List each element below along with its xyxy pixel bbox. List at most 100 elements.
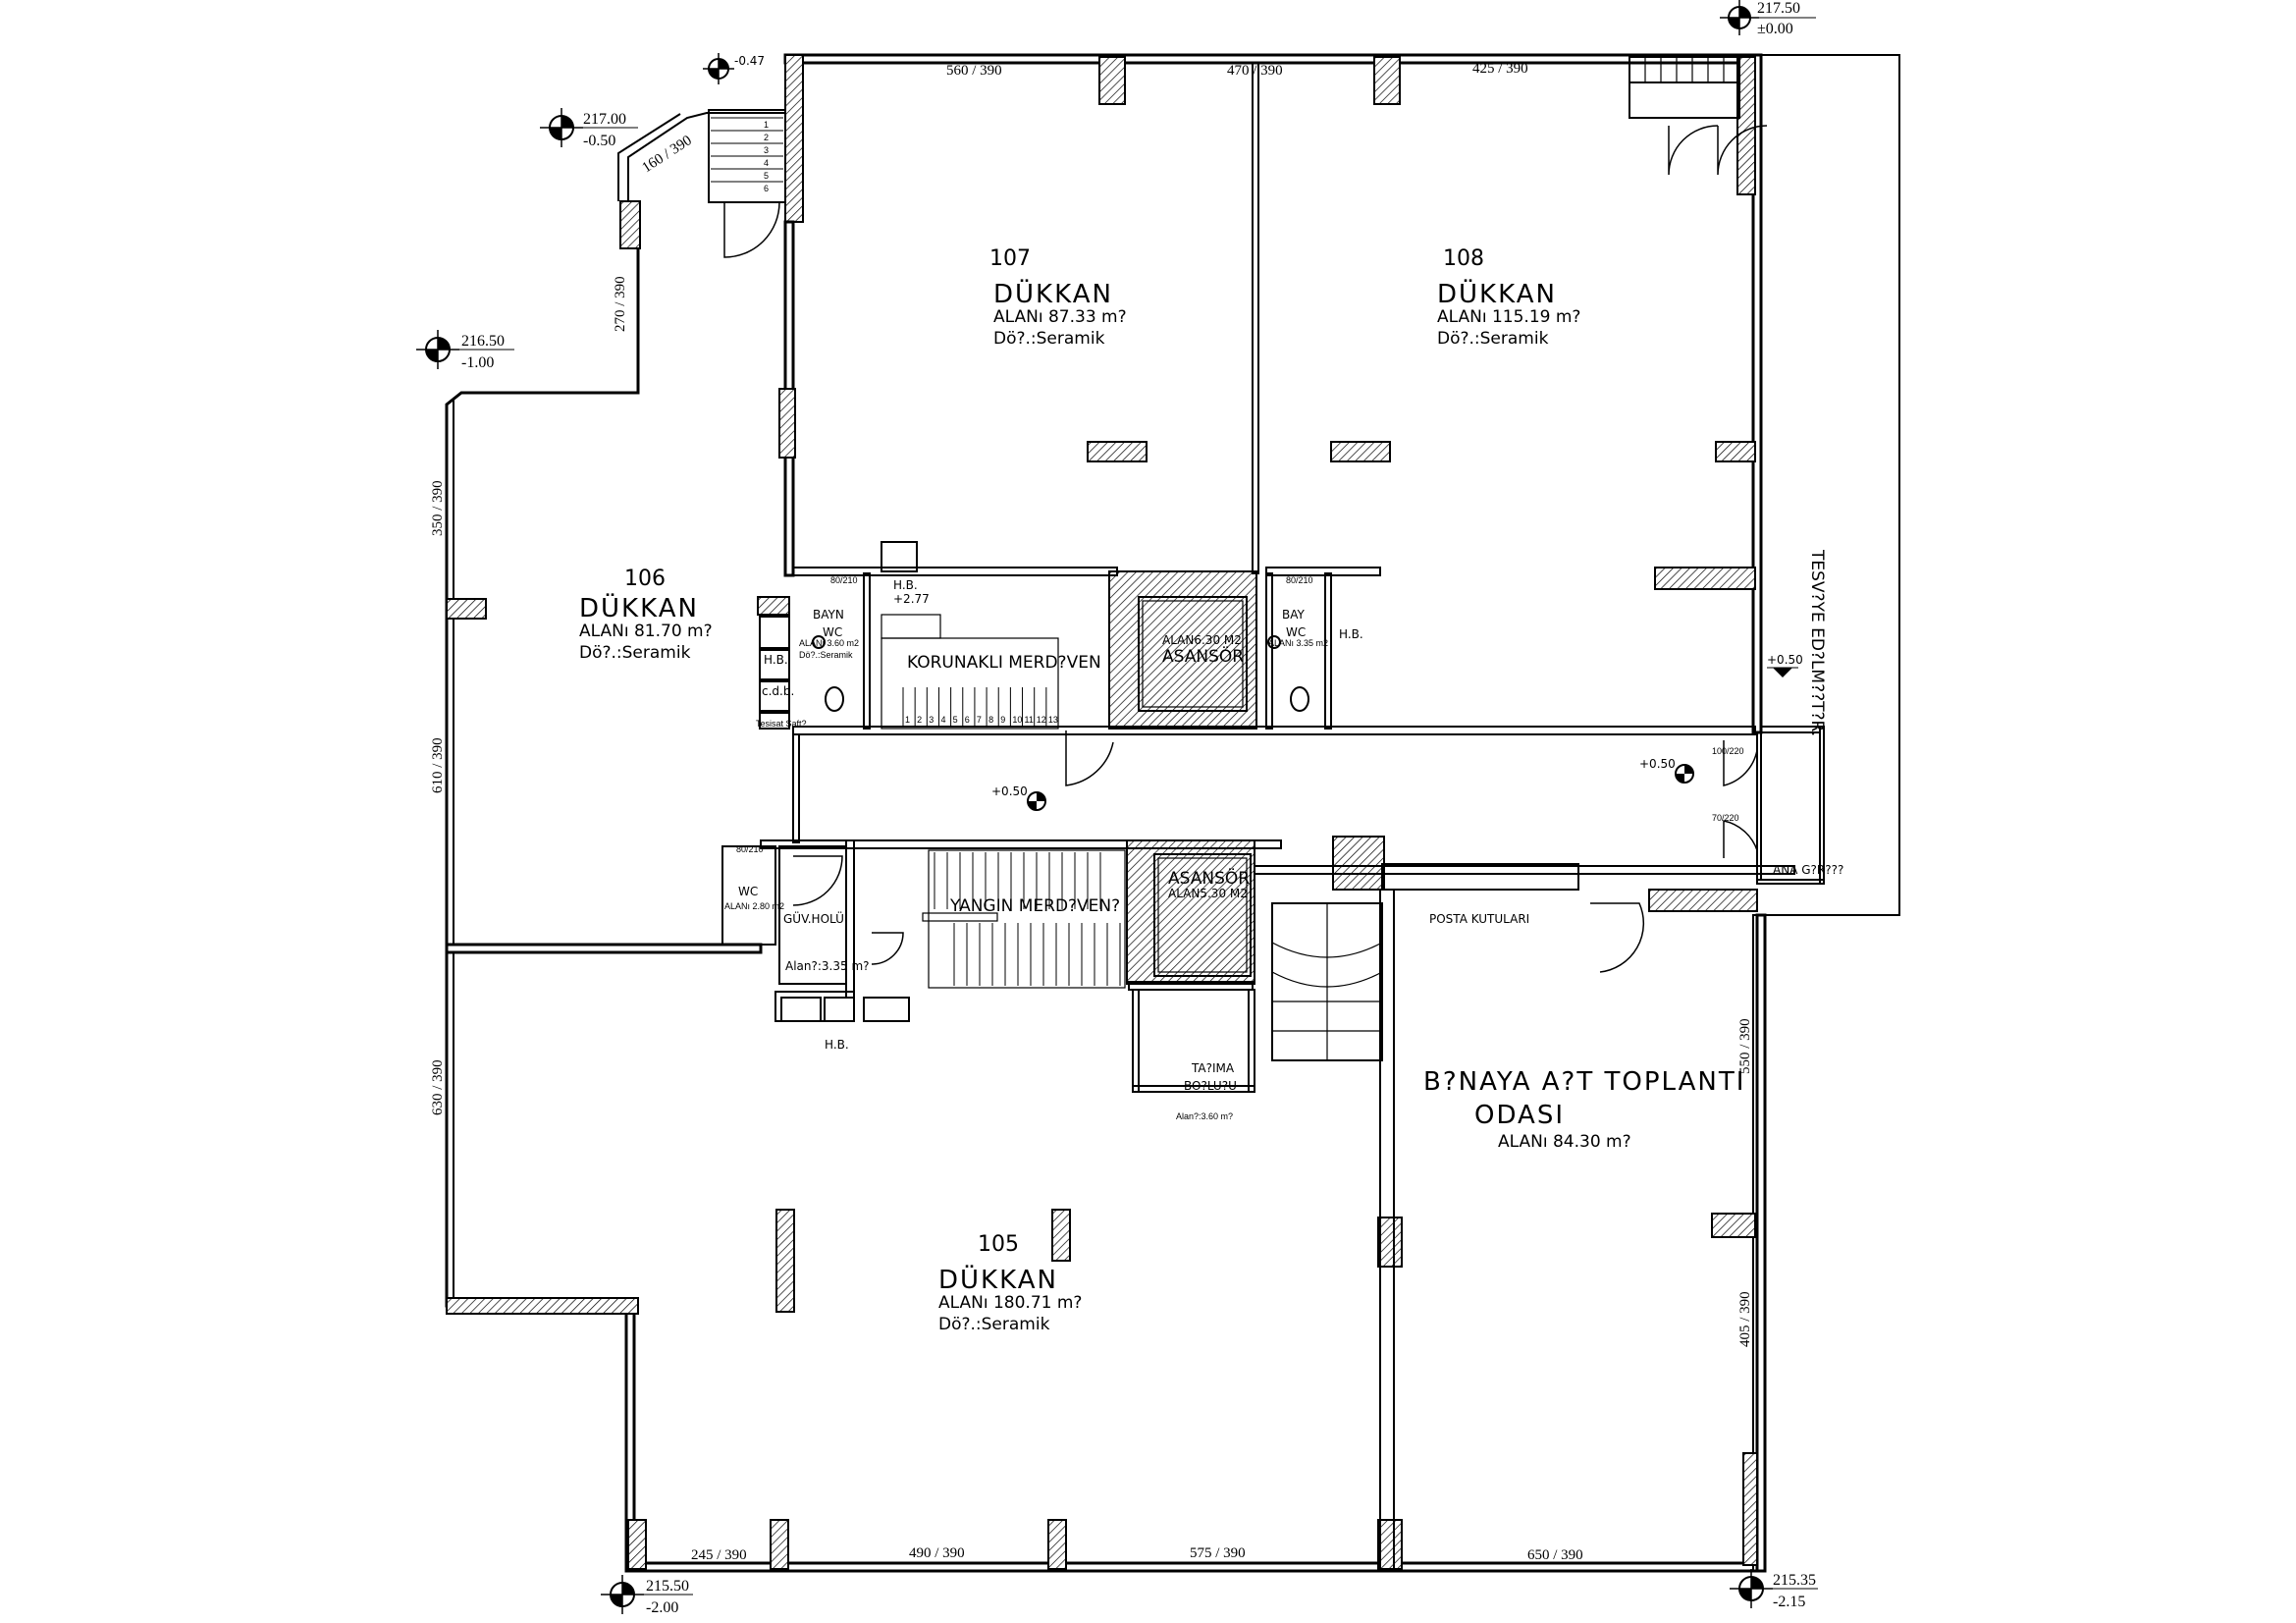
door-size-d: 70/220 [1712, 813, 1739, 823]
elevator-2 [1153, 853, 1252, 977]
level-symbol-6 [1730, 1569, 1818, 1608]
wc-2-area: ALANı 2.80 m2 [724, 901, 784, 911]
dim-650: 650 / 390 [1527, 1547, 1583, 1563]
stair-step-number: 4 [940, 715, 945, 725]
hb-4: H.B. [825, 1038, 849, 1052]
stair-step-number: 2 [917, 715, 922, 725]
room-107-area: ALANı 87.33 m? [993, 307, 1127, 327]
level-3-top: -0.47 [734, 54, 765, 68]
room-108-area: ALANı 115.19 m? [1437, 307, 1580, 327]
stair-step-number: 13 [1048, 715, 1058, 725]
wc-right-a: BAY [1282, 608, 1306, 622]
stair-step-number: 3 [764, 145, 769, 155]
dim-350: 350 / 390 [430, 480, 446, 536]
stair-step-number: 10 [1012, 715, 1022, 725]
left-shafts [721, 541, 918, 1022]
stair-step-number: 2 [764, 133, 769, 142]
stair-step-number: 5 [764, 171, 769, 181]
level-marker-b: +0.50 [1639, 757, 1676, 771]
level-symbol-1 [1720, 0, 1816, 35]
stairs-closed [881, 614, 1059, 730]
stair-step-number: 1 [905, 715, 910, 725]
shaft-carry-2: BO?LU?U [1184, 1079, 1237, 1093]
stair-step-number: 6 [764, 184, 769, 193]
stairs-spiral [1271, 902, 1383, 1061]
room-106-name: DÜKKAN [579, 592, 699, 623]
room-108-number: 108 [1443, 246, 1484, 271]
stairs-fire [922, 849, 1126, 989]
stair-step-number: 8 [988, 715, 993, 725]
hb-1-level: +2.77 [893, 592, 930, 606]
stair-step-number: 12 [1037, 715, 1046, 725]
dim-490: 490 / 390 [909, 1545, 965, 1561]
stairs-closed-label: KORUNAKLI MERD?VEN [907, 653, 1101, 673]
level-4-bottom: -1.00 [461, 354, 494, 371]
dim-560: 560 / 390 [946, 63, 1002, 79]
stairs-top-right [1629, 56, 1740, 119]
stairs-fire-label: YANGIN MERD?VEN? [949, 896, 1120, 916]
doors [723, 125, 1768, 973]
level-6-top: 215.35 [1773, 1572, 1816, 1589]
dim-405: 405 / 390 [1737, 1291, 1753, 1347]
exterior-walls [445, 53, 1900, 1573]
dim-575: 575 / 390 [1190, 1545, 1246, 1561]
level-symbol-5 [601, 1575, 693, 1614]
door-size-a: 80/210 [830, 575, 858, 585]
shaft-carry-area: Alan?:3.60 m? [1176, 1111, 1233, 1121]
level-4-top: 216.50 [461, 333, 505, 350]
level-symbol-2 [540, 108, 638, 147]
stairs-top-left [708, 109, 786, 203]
stair-step-number: 1 [764, 120, 769, 130]
room-106-area: ALANı 81.70 m? [579, 622, 713, 641]
dim-245: 245 / 390 [691, 1547, 747, 1563]
level-marker-a: +0.50 [991, 784, 1028, 798]
dim-630: 630 / 390 [430, 1059, 446, 1115]
stair-step-number: 4 [764, 158, 769, 168]
wc-left-area: ALANı 3.60 m2 [799, 638, 859, 648]
room-107-number: 107 [989, 246, 1031, 271]
toilets [812, 635, 1309, 712]
level-symbol-3 [703, 53, 734, 84]
wc-left-a: BAYN [813, 608, 844, 622]
room-108-floor: Dö?.:Seramik [1437, 329, 1549, 349]
interior-walls [760, 62, 1825, 1572]
room-105-name: DÜKKAN [938, 1264, 1058, 1295]
dim-610: 610 / 390 [430, 737, 446, 793]
hb-2: H.B. [1339, 627, 1363, 641]
guvholu-label: GÜV.HOLÜ [783, 910, 844, 926]
wc-left-b: WC [823, 625, 842, 639]
stair-step-number: 5 [953, 715, 958, 725]
dim-270: 270 / 390 [613, 276, 628, 332]
level-1-bottom: ±0.00 [1757, 21, 1793, 37]
tesviye-note: TESV?YE ED?LM??T?R. [1807, 549, 1827, 736]
hb-3: H.B. [764, 653, 788, 667]
wc-left-floor: Dö?.:Seramik [799, 650, 853, 660]
level-2-top: 217.00 [583, 111, 626, 128]
meeting-room-name-1: B?NAYA A?T TOPLANTI [1423, 1067, 1745, 1097]
shaft-carry-1: TA?IMA [1191, 1061, 1235, 1075]
guvholu-area: Alan?:3.35 m? [785, 959, 870, 973]
hb-1: H.B. [893, 578, 918, 592]
level-5-top: 215.50 [646, 1578, 689, 1595]
elevator-1-area: ALAN6.30 M2 [1162, 633, 1242, 647]
room-108-name: DÜKKAN [1437, 278, 1557, 309]
stair-step-number: 9 [1000, 715, 1005, 725]
dim-470: 470 / 390 [1227, 63, 1283, 79]
stair-step-number: 6 [965, 715, 970, 725]
stair-step-number: 7 [977, 715, 982, 725]
room-106-floor: Dö?.:Seramik [579, 643, 691, 663]
stair-top-step-numbers: 1 2 3 4 5 6 [711, 117, 783, 193]
room-105-number: 105 [978, 1232, 1019, 1257]
elevator-1 [1138, 596, 1248, 712]
room-107-floor: Dö?.:Seramik [993, 329, 1105, 349]
level-marker-c: +0.50 [1767, 653, 1803, 667]
dim-550: 550 / 390 [1737, 1018, 1753, 1074]
elevator-2-label: ASANSÖR [1168, 867, 1250, 889]
room-106-number: 106 [624, 567, 666, 591]
elevator-1-label: ASANSÖR [1162, 645, 1244, 667]
level-5-bottom: -2.00 [646, 1599, 678, 1616]
stair-step-number: 11 [1025, 715, 1034, 725]
wc-right-b: WC [1286, 625, 1306, 639]
